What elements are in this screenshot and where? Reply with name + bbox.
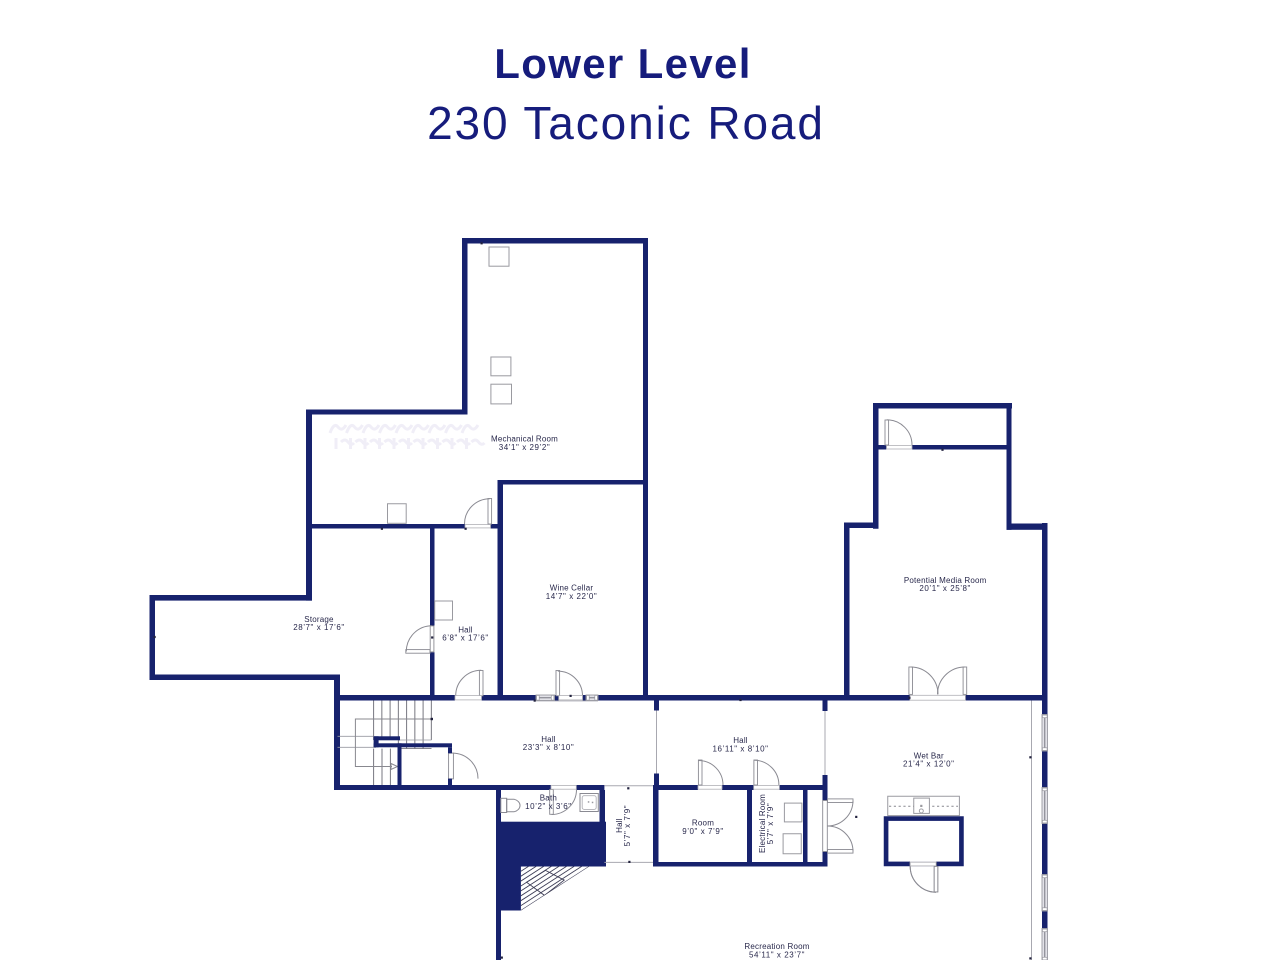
svg-text:28’7" x 17’6": 28’7" x 17’6"	[293, 623, 345, 632]
svg-text:9’0" x 7’9": 9’0" x 7’9"	[682, 827, 724, 836]
svg-text:23’3" x 8’10": 23’3" x 8’10"	[523, 743, 575, 752]
svg-text:20’1" x 25’8": 20’1" x 25’8"	[919, 584, 971, 593]
svg-text:21’4" x 12’0": 21’4" x 12’0"	[903, 760, 955, 769]
svg-text:Recreation Room: Recreation Room	[744, 942, 809, 951]
svg-text:34’1" x 29’2": 34’1" x 29’2"	[499, 443, 551, 452]
svg-text:10’2" x 3’6": 10’2" x 3’6"	[525, 802, 572, 811]
svg-text:54’11" x 23’7": 54’11" x 23’7"	[749, 950, 805, 959]
svg-text:5’7" x 7’9": 5’7" x 7’9"	[623, 805, 632, 847]
svg-text:Potential Media Room: Potential Media Room	[904, 576, 987, 585]
svg-text:Hall: Hall	[615, 818, 624, 833]
svg-text:Storage: Storage	[304, 615, 334, 624]
svg-text:Wet Bar: Wet Bar	[914, 751, 944, 760]
svg-text:Hall: Hall	[541, 735, 556, 744]
svg-text:5’7" x 7’9": 5’7" x 7’9"	[766, 803, 775, 845]
svg-text:Room: Room	[692, 819, 714, 828]
svg-text:Wine Cellar: Wine Cellar	[550, 584, 594, 593]
svg-text:6’8" x 17’6": 6’8" x 17’6"	[442, 634, 489, 643]
svg-text:16’11" x 8’10": 16’11" x 8’10"	[713, 745, 769, 754]
svg-text:Mechanical Room: Mechanical Room	[491, 435, 558, 444]
svg-text:Hall: Hall	[733, 736, 748, 745]
svg-text:14’7" x 22’0": 14’7" x 22’0"	[546, 592, 598, 601]
svg-text:Bath: Bath	[540, 794, 557, 803]
svg-text:Electrical Room: Electrical Room	[758, 794, 767, 853]
svg-text:Hall: Hall	[458, 625, 473, 634]
